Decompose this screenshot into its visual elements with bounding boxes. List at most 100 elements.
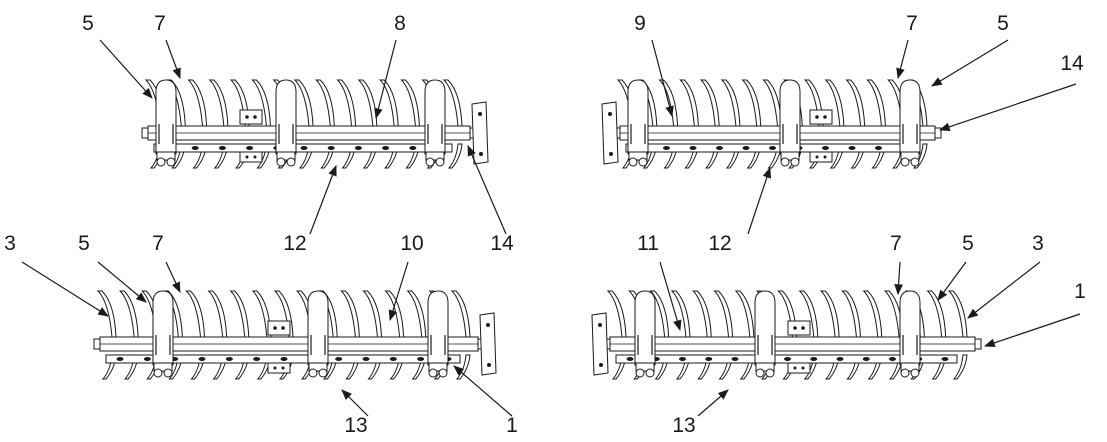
tine (713, 290, 734, 338)
bolt (626, 357, 634, 361)
callout-number: 8 (394, 12, 406, 35)
tine (819, 290, 840, 338)
leader-arrow (937, 261, 967, 301)
leader-arrow (931, 39, 1009, 87)
tine (947, 290, 968, 338)
tine (96, 290, 117, 338)
bolt (889, 357, 896, 361)
callout-bottom-left-7: 7 (152, 232, 181, 293)
tine (406, 290, 427, 338)
tine (670, 290, 691, 338)
end-plate (479, 312, 497, 376)
clamp (779, 79, 801, 155)
callout-top-left-7: 7 (154, 12, 181, 80)
tine (692, 290, 712, 338)
clamp (899, 79, 921, 155)
bolt (810, 357, 818, 361)
callout-bottom-left-10: 10 (388, 232, 424, 322)
callout-bottom-right-1: 1 (983, 280, 1086, 347)
tine (862, 290, 883, 338)
tine (442, 79, 463, 127)
tine (187, 79, 208, 127)
bolt (862, 357, 870, 361)
clamp (899, 290, 921, 366)
bolt (191, 146, 199, 150)
tine (845, 79, 866, 127)
callout-bottom-left-13: 13 (341, 389, 369, 437)
bolt (409, 146, 417, 150)
callout-bottom-left-5: 5 (78, 232, 147, 303)
end-plate (591, 312, 609, 376)
tine (207, 290, 228, 338)
bolt (143, 357, 151, 361)
tine (340, 290, 360, 338)
tine (229, 290, 250, 338)
bolt (663, 146, 670, 150)
bolt (280, 357, 288, 361)
callout-top-right-5: 5 (931, 12, 1009, 87)
clamp (427, 290, 449, 366)
bolt (769, 146, 776, 150)
bolt (784, 357, 791, 361)
callout-number: 7 (154, 12, 166, 35)
callout-number: 5 (82, 12, 94, 35)
callout-top-left-8: 8 (374, 12, 406, 120)
bolt (116, 357, 124, 361)
bolt (848, 146, 856, 150)
tine (185, 290, 206, 338)
tine (734, 290, 755, 338)
tine (362, 290, 383, 338)
bolt (218, 146, 226, 150)
callout-top-right-14: 14 (938, 52, 1084, 131)
clamp (275, 79, 297, 155)
bolt (689, 146, 697, 150)
bolt (253, 357, 261, 361)
leader-arrow (453, 365, 513, 417)
leader-arrow (165, 261, 181, 293)
tine-lower (447, 143, 463, 169)
callout-bottom-right-5: 5 (937, 232, 974, 301)
tine (699, 79, 720, 127)
callout-bottom-left-3: 3 (4, 232, 109, 317)
bolt (354, 146, 362, 150)
leader-arrow (659, 261, 682, 332)
callout-bottom-right-7: 7 (890, 232, 903, 296)
callout-number: 11 (637, 232, 659, 255)
tine (318, 290, 338, 338)
tine (384, 290, 405, 338)
assembly-bottom-left (93, 290, 497, 380)
leader-arrow (165, 39, 181, 80)
tine-lower (455, 354, 471, 380)
tine (762, 79, 783, 127)
bolt (327, 146, 335, 150)
tine (336, 79, 357, 127)
callout-bottom-right-13: 13 (672, 389, 729, 437)
callout-top-right-12: 12 (708, 166, 772, 255)
tine (866, 79, 886, 127)
bolt (705, 357, 713, 361)
tine (378, 79, 399, 127)
leader-arrow (97, 261, 147, 303)
clamp (634, 290, 656, 366)
callout-number: 12 (708, 232, 731, 255)
tine (118, 290, 139, 338)
bolt (246, 146, 254, 150)
callout-number: 5 (78, 232, 90, 255)
callout-number: 5 (997, 12, 1009, 35)
tine (798, 290, 819, 338)
bracket (239, 109, 263, 125)
clamp (754, 290, 776, 366)
callout-number: 5 (962, 232, 974, 255)
leader-arrow (894, 261, 903, 296)
callout-number: 1 (506, 414, 518, 437)
tine (720, 79, 741, 127)
leader-arrow (467, 145, 507, 235)
tine (741, 79, 762, 127)
tine (251, 79, 271, 127)
tine (649, 290, 670, 338)
bracket (787, 320, 811, 336)
bolt (225, 357, 233, 361)
callout-number: 7 (152, 232, 164, 255)
end-plate (601, 101, 619, 165)
